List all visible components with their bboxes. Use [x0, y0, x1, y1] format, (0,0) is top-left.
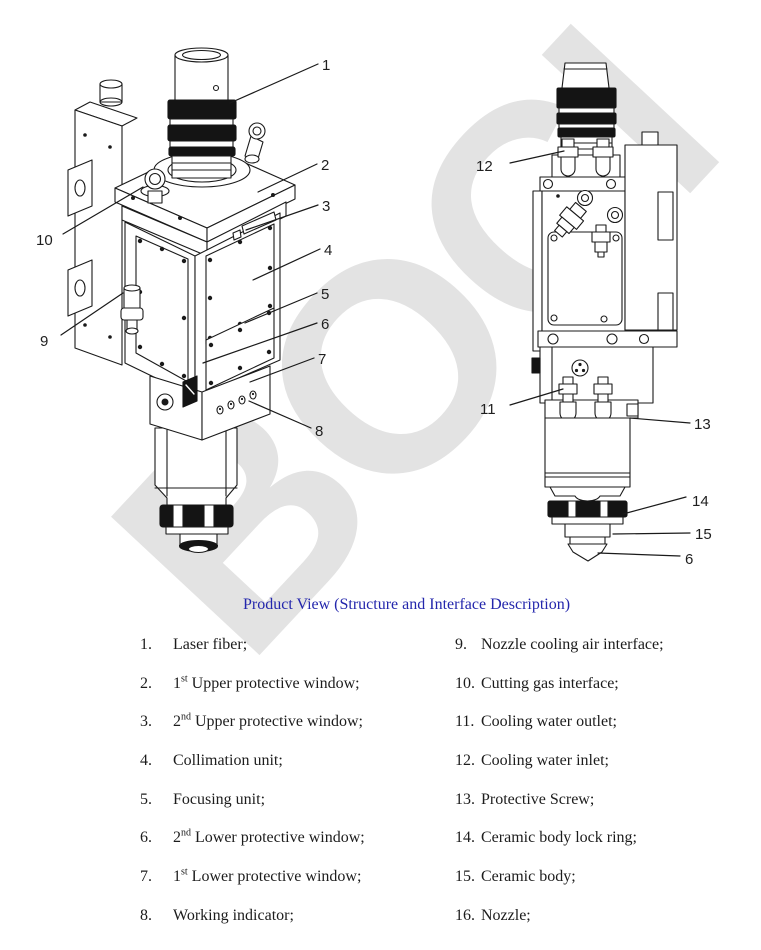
callout-15-label: 15	[695, 526, 712, 543]
part-number: 3.	[140, 713, 152, 731]
nozzle-assembly-side	[544, 417, 631, 562]
mounting-block	[544, 399, 639, 419]
callout-6-label: 6	[321, 316, 329, 333]
part-item-8: 8. Working indicator;	[140, 907, 365, 946]
callout-4-label: 4	[324, 242, 332, 259]
top-right-fitting	[244, 122, 266, 164]
callout-7-label: 7	[318, 351, 326, 368]
protective-screw-head	[571, 359, 589, 377]
part-number: 16.	[455, 906, 475, 924]
part-label: Focusing unit;	[173, 790, 266, 808]
part-number: 10.	[455, 674, 475, 692]
front-view-leader-lines	[60, 63, 321, 429]
part-item-14: 14. Ceramic body lock ring;	[455, 829, 664, 868]
part-number: 2.	[140, 674, 152, 692]
ceramic-lock-ring	[547, 500, 628, 518]
part-item-1: 1. Laser fiber;	[140, 636, 365, 675]
part-label: Cooling water inlet;	[481, 752, 609, 770]
part-item-11: 11. Cooling water outlet;	[455, 713, 664, 752]
laser-fiber-connector	[167, 47, 237, 179]
part-label: 2nd Upper protective window;	[173, 712, 363, 731]
part-label: Ceramic body lock ring;	[481, 829, 637, 847]
part-number: 15.	[455, 868, 475, 886]
part-number: 8.	[140, 906, 152, 924]
part-number: 9.	[455, 636, 467, 653]
part-number: 4.	[140, 752, 152, 770]
part-number: 5.	[140, 790, 152, 808]
part-label: Working indicator;	[173, 906, 294, 924]
indicator-leds	[216, 390, 257, 415]
callout-2-label: 2	[321, 157, 329, 174]
part-item-5: 5. Focusing unit;	[140, 791, 365, 830]
lower-block	[149, 365, 271, 441]
nozzle-cone	[567, 543, 608, 562]
part-number: 7.	[140, 868, 152, 886]
callout-16-label: 6	[685, 551, 693, 568]
part-number: 12.	[455, 752, 475, 770]
callout-3-label: 3	[322, 198, 330, 215]
callout-8-label: 8	[315, 423, 323, 440]
part-item-16: 16. Nozzle;	[455, 907, 664, 946]
callout-12-label: 12	[476, 158, 493, 175]
part-item-12: 12. Cooling water inlet;	[455, 752, 664, 791]
lock-ring-front	[159, 504, 234, 528]
part-label: Collimation unit;	[173, 752, 283, 770]
part-label: 1st Upper protective window;	[173, 673, 360, 692]
callout-5-label: 5	[321, 286, 329, 303]
parts-list-right: 9. Nozzle cooling air interface; 10. Cut…	[455, 636, 664, 946]
callout-9-label: 9	[40, 333, 48, 350]
cooling-water-inlet-fittings	[539, 138, 628, 192]
part-number: 14.	[455, 829, 475, 847]
ceramic-body	[564, 523, 611, 538]
cooling-water-outlet-fittings	[558, 376, 613, 422]
cutting-gas-interface-fitting	[140, 168, 170, 204]
part-item-7: 7. 1st Lower protective window;	[140, 866, 365, 907]
protective-window-covers	[205, 223, 275, 391]
side-cover-plate	[547, 231, 623, 326]
part-item-6: 6. 2nd Lower protective window;	[140, 829, 365, 868]
callout-11-label: 11	[480, 401, 496, 418]
part-label: Nozzle;	[481, 906, 531, 924]
vertical-fitting	[591, 224, 611, 258]
side-view-leader-lines	[509, 150, 691, 557]
part-item-2: 2. 1st Upper protective window;	[140, 673, 365, 714]
part-item-4: 4. Collimation unit;	[140, 752, 365, 791]
part-label: Protective Screw;	[481, 790, 595, 808]
part-number: 1.	[140, 636, 152, 653]
part-label: Laser fiber;	[173, 636, 248, 653]
front-view-drawing: 1 2 3 4 5 6 7 8 9 10	[36, 47, 332, 554]
angled-fitting	[554, 201, 587, 238]
part-item-3: 3. 2nd Upper protective window;	[140, 713, 365, 752]
part-number: 13.	[455, 790, 475, 808]
part-item-9: 9. Nozzle cooling air interface;	[455, 636, 664, 675]
callout-1-label: 1	[322, 57, 330, 74]
part-item-10: 10. Cutting gas interface;	[455, 675, 664, 714]
part-item-15: 15. Ceramic body;	[455, 868, 664, 907]
part-number: 6.	[140, 829, 152, 847]
callout-14-label: 14	[692, 493, 709, 510]
nozzle-barrel	[154, 427, 238, 554]
parts-list-left: 1. Laser fiber; 2. 1st Upper protective …	[140, 636, 365, 946]
callout-10-label: 10	[36, 232, 53, 249]
part-label: Nozzle cooling air interface;	[481, 636, 664, 653]
page-title: Product View (Structure and Interface De…	[243, 596, 571, 613]
part-item-13: 13. Protective Screw;	[455, 791, 664, 830]
part-label: 2nd Lower protective window;	[173, 828, 365, 847]
part-label: Ceramic body;	[481, 868, 576, 886]
side-view-drawing: 12 11 13 14 15 6	[476, 62, 712, 568]
callout-13-label: 13	[694, 416, 711, 433]
part-label: 1st Lower protective window;	[173, 866, 362, 886]
working-indicator-window	[182, 375, 198, 408]
part-number: 11.	[455, 713, 475, 731]
part-label: Cooling water outlet;	[481, 713, 617, 731]
nozzle-cooling-air-fitting	[120, 284, 144, 335]
part-label: Cutting gas interface;	[481, 674, 619, 692]
